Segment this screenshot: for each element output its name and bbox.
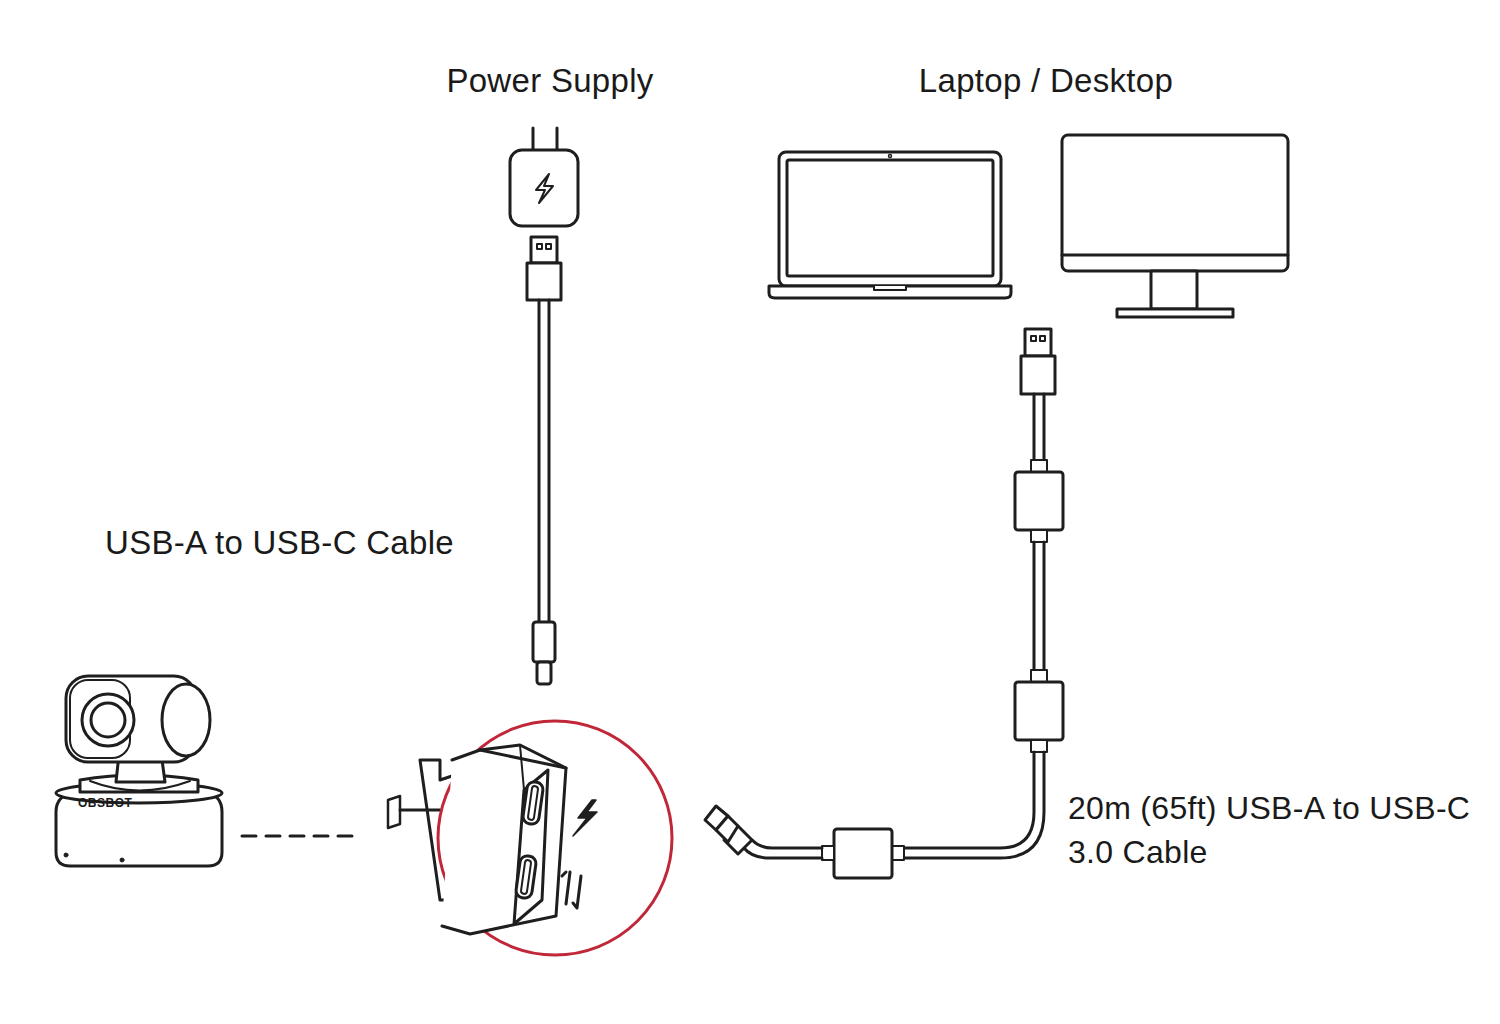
ptz-camera <box>56 676 222 866</box>
power-supply-heading: Power Supply <box>446 62 653 100</box>
magnify-circle <box>438 721 672 955</box>
brand-mark: OBSBOT <box>78 796 132 810</box>
cable-label: 20m (65ft) USB-A to USB-C 3.0 Cable <box>1068 786 1488 874</box>
hub-ports <box>442 745 597 934</box>
usb-a-to-c-cable <box>527 237 561 684</box>
laptop <box>769 152 1011 298</box>
dashed-link <box>242 835 356 838</box>
computer-heading: Laptop / Desktop <box>919 62 1173 100</box>
power-adapter <box>510 128 578 226</box>
desktop-monitor <box>1062 135 1288 317</box>
usb-3-extension-cable <box>705 329 1063 878</box>
cable-label: USB-A to USB-C Cable <box>105 524 454 562</box>
